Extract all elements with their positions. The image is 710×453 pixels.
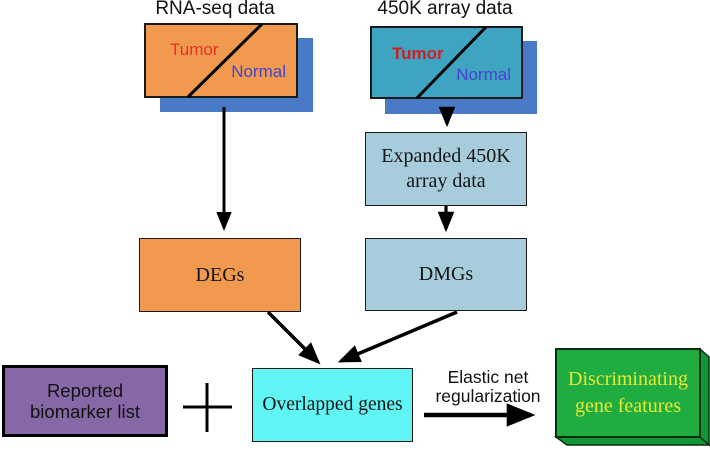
expanded-450k-box: Expanded 450K array data bbox=[365, 132, 527, 206]
overlapped-genes-box: Overlapped genes bbox=[252, 368, 413, 442]
overlapped-genes-label: Overlapped genes bbox=[262, 393, 403, 415]
reported-biomarker-box: Reported biomarker list bbox=[2, 365, 168, 437]
rnaseq-data-box: Tumor Normal bbox=[144, 23, 298, 98]
discriminating-gene-features-label: Discriminating gene features bbox=[568, 368, 688, 417]
rnaseq-normal-label: Normal bbox=[231, 62, 286, 81]
expanded-450k-label: Expanded 450K array data bbox=[381, 145, 511, 192]
rnaseq-title: RNA-seq data bbox=[155, 0, 275, 19]
discriminating-box-bottom-face bbox=[553, 436, 710, 446]
discriminating-box-right-face bbox=[699, 347, 710, 447]
dmgs-box: DMGs bbox=[365, 238, 527, 311]
arrow-degs-to-overlapped bbox=[266, 310, 321, 365]
array450k-normal-label: Normal bbox=[456, 65, 511, 84]
elastic-net-label: Elastic net regularization bbox=[435, 367, 541, 407]
plus-icon bbox=[183, 383, 232, 432]
degs-label: DEGs bbox=[195, 263, 245, 286]
reported-biomarker-label: Reported biomarker list bbox=[30, 379, 140, 422]
array450k-title: 450K array data bbox=[377, 0, 513, 19]
rnaseq-tumor-label: Tumor bbox=[170, 40, 219, 59]
arrow-dmgs-to-overlapped bbox=[337, 310, 458, 363]
array450k-tumor-label: Tumor bbox=[392, 44, 444, 63]
dmgs-label: DMGs bbox=[418, 263, 474, 285]
array450k-data-box: Tumor Normal bbox=[370, 26, 523, 99]
discriminating-gene-features-box: Discriminating gene features bbox=[556, 349, 700, 437]
degs-box: DEGs bbox=[139, 238, 301, 312]
